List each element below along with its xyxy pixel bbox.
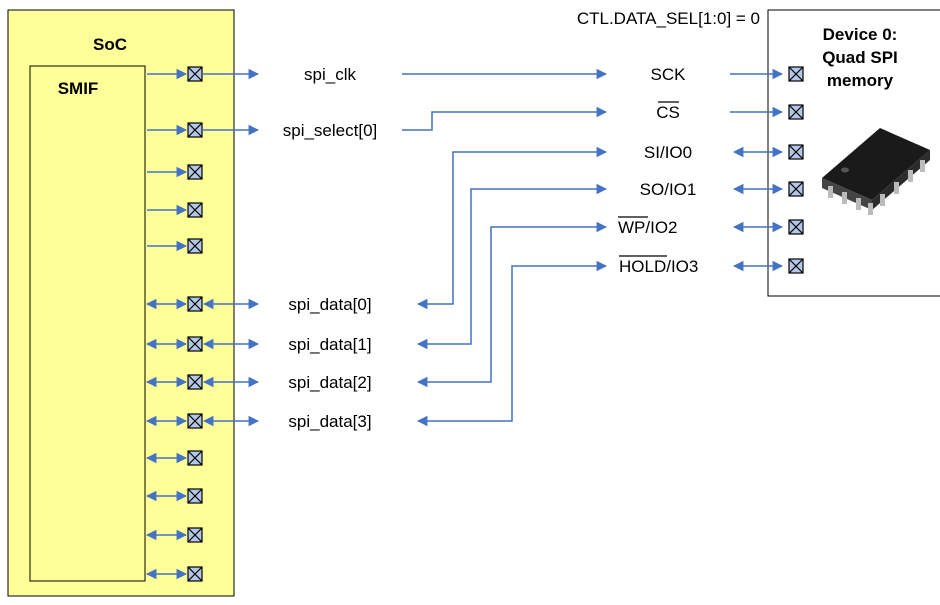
device-title-line3: memory: [827, 71, 894, 90]
pin-io3: /IO3: [666, 257, 698, 276]
pin-hold: HOLD: [619, 257, 666, 276]
device-pad-2: [789, 145, 803, 159]
data-sel-config-label: CTL.DATA_SEL[1:0] = 0: [577, 9, 760, 28]
pin-sck: SCK: [651, 65, 687, 84]
pin-wp: WP: [618, 218, 645, 237]
soc-pad-12: [188, 567, 202, 581]
soc-pad-2: [188, 165, 202, 179]
soc-pad-11: [188, 528, 202, 542]
wire-select-to-cs: [402, 112, 606, 130]
pin-io2: /IO2: [645, 218, 677, 237]
soc-pad-6: [188, 337, 202, 351]
soc-pad-1: [188, 123, 202, 137]
smif-block: [30, 66, 145, 581]
soc-pad-7: [188, 375, 202, 389]
soc-pad-8: [188, 414, 202, 428]
soc-pad-9: [188, 451, 202, 465]
signal-spi-data-0: spi_data[0]: [288, 295, 371, 314]
signal-spi-clk: spi_clk: [304, 65, 356, 84]
device-title-line1: Device 0:: [823, 25, 898, 44]
pin-io0: SI/IO0: [644, 143, 692, 162]
soc-pad-3: [188, 203, 202, 217]
device-pad-4: [789, 220, 803, 234]
signal-spi-data-2: spi_data[2]: [288, 373, 371, 392]
soc-pad-10: [188, 489, 202, 503]
soc-pad-4: [188, 239, 202, 253]
signal-spi-data-1: spi_data[1]: [288, 335, 371, 354]
device-pad-0: [789, 67, 803, 81]
pin-wp-io2: WP/IO2: [618, 218, 678, 237]
device-title-line2: Quad SPI: [822, 48, 898, 67]
soc-pad-0: [188, 67, 202, 81]
device-pad-1: [789, 105, 803, 119]
signal-spi-select-0: spi_select[0]: [283, 121, 378, 140]
pin-hold-io3: HOLD/IO3: [619, 257, 698, 276]
pin-io1: SO/IO1: [640, 180, 697, 199]
smif-title: SMIF: [58, 79, 99, 98]
pin-cs: CS: [656, 103, 680, 122]
soc-title: SoC: [93, 35, 127, 54]
soc-pad-5: [188, 297, 202, 311]
device-pad-3: [789, 182, 803, 196]
device-pad-5: [789, 259, 803, 273]
signal-spi-data-3: spi_data[3]: [288, 412, 371, 431]
